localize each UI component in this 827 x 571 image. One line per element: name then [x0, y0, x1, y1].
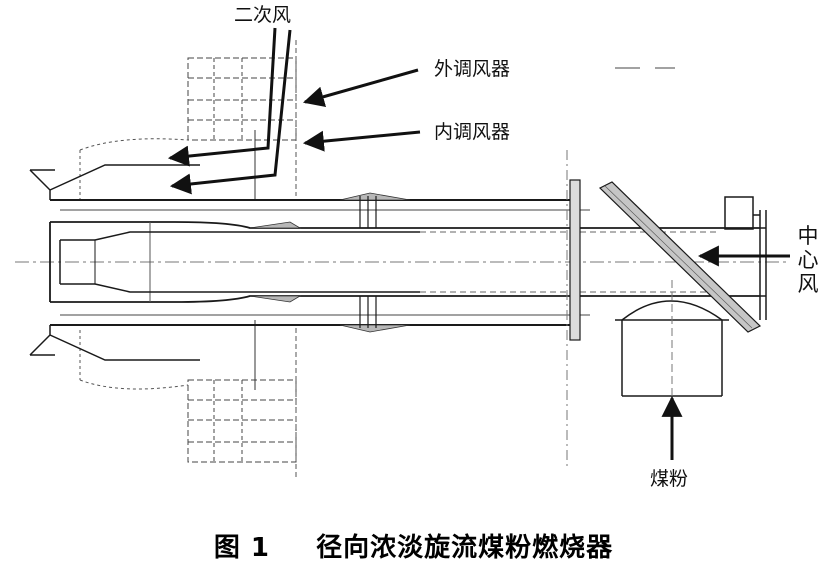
- mounting-flange: [569, 179, 581, 341]
- figure-number: 图 1: [213, 533, 270, 563]
- label-inner-register: 内调风器: [434, 121, 511, 143]
- upper-register-box: [187, 57, 297, 141]
- figure-title: 径向浓淡旋流煤粉燃烧器: [316, 533, 614, 563]
- label-secondary-air: 二次风: [234, 4, 292, 26]
- secondary-air-arrows: [167, 27, 292, 195]
- wind-box: [79, 40, 297, 480]
- inclined-guide-plate: [598, 181, 762, 333]
- swirler-vanes: [359, 196, 377, 328]
- swirler-shaded-areas: [249, 192, 411, 333]
- central-air-inlet: [724, 196, 767, 320]
- lower-register-box: [187, 379, 297, 463]
- central-air-nozzle: [59, 231, 420, 293]
- label-outer-register: 外调风器: [434, 58, 511, 80]
- figure-caption: 图 1 径向浓淡旋流煤粉燃烧器: [0, 527, 827, 564]
- label-pulverized-coal: 煤粉: [650, 468, 689, 490]
- burner-quarl: [29, 164, 200, 361]
- outer-tube: [50, 199, 590, 326]
- outer-register-arrow: [302, 68, 419, 107]
- inner-register-arrow: [302, 130, 421, 152]
- label-central-air: 中心风: [797, 224, 819, 297]
